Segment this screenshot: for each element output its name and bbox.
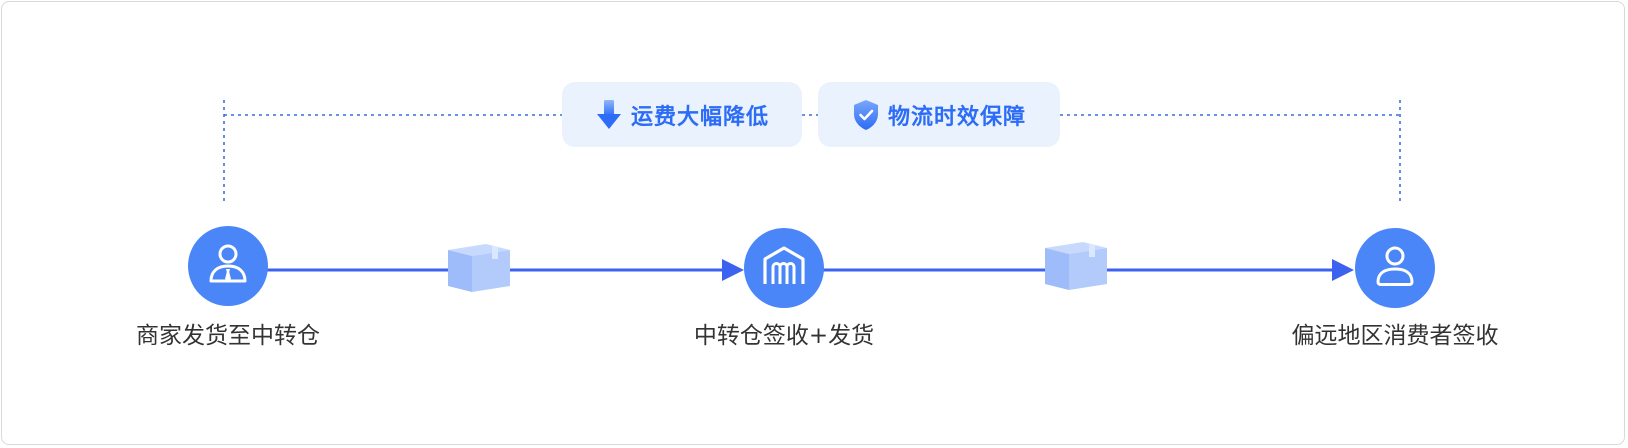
consumer-label: 偏远地区消费者签收 (1291, 323, 1499, 349)
consumer-user-icon (1373, 244, 1417, 292)
warehouse-icon (761, 244, 807, 292)
badge-delivery-guarantee: 物流时效保障 (818, 82, 1060, 147)
arrow-down-icon (595, 99, 623, 131)
transfer-hub-node (744, 228, 824, 308)
badge-cost-label: 运费大幅降低 (630, 104, 769, 130)
badge-time-label: 物流时效保障 (887, 104, 1026, 130)
merchant-node (188, 226, 268, 306)
hub-label: 中转仓签收+发货 (693, 323, 875, 349)
badge-cost-reduction: 运费大幅降低 (562, 82, 802, 147)
shield-check-icon (852, 99, 880, 131)
consumer-node (1355, 228, 1435, 308)
flow-arrowhead-2 (1332, 259, 1354, 281)
merchant-user-icon (206, 242, 250, 290)
parcel-box-icon (1043, 240, 1109, 292)
flow-arrowhead-1 (722, 259, 744, 281)
parcel-box-icon (446, 242, 512, 294)
merchant-label: 商家发货至中转仓 (136, 323, 320, 349)
